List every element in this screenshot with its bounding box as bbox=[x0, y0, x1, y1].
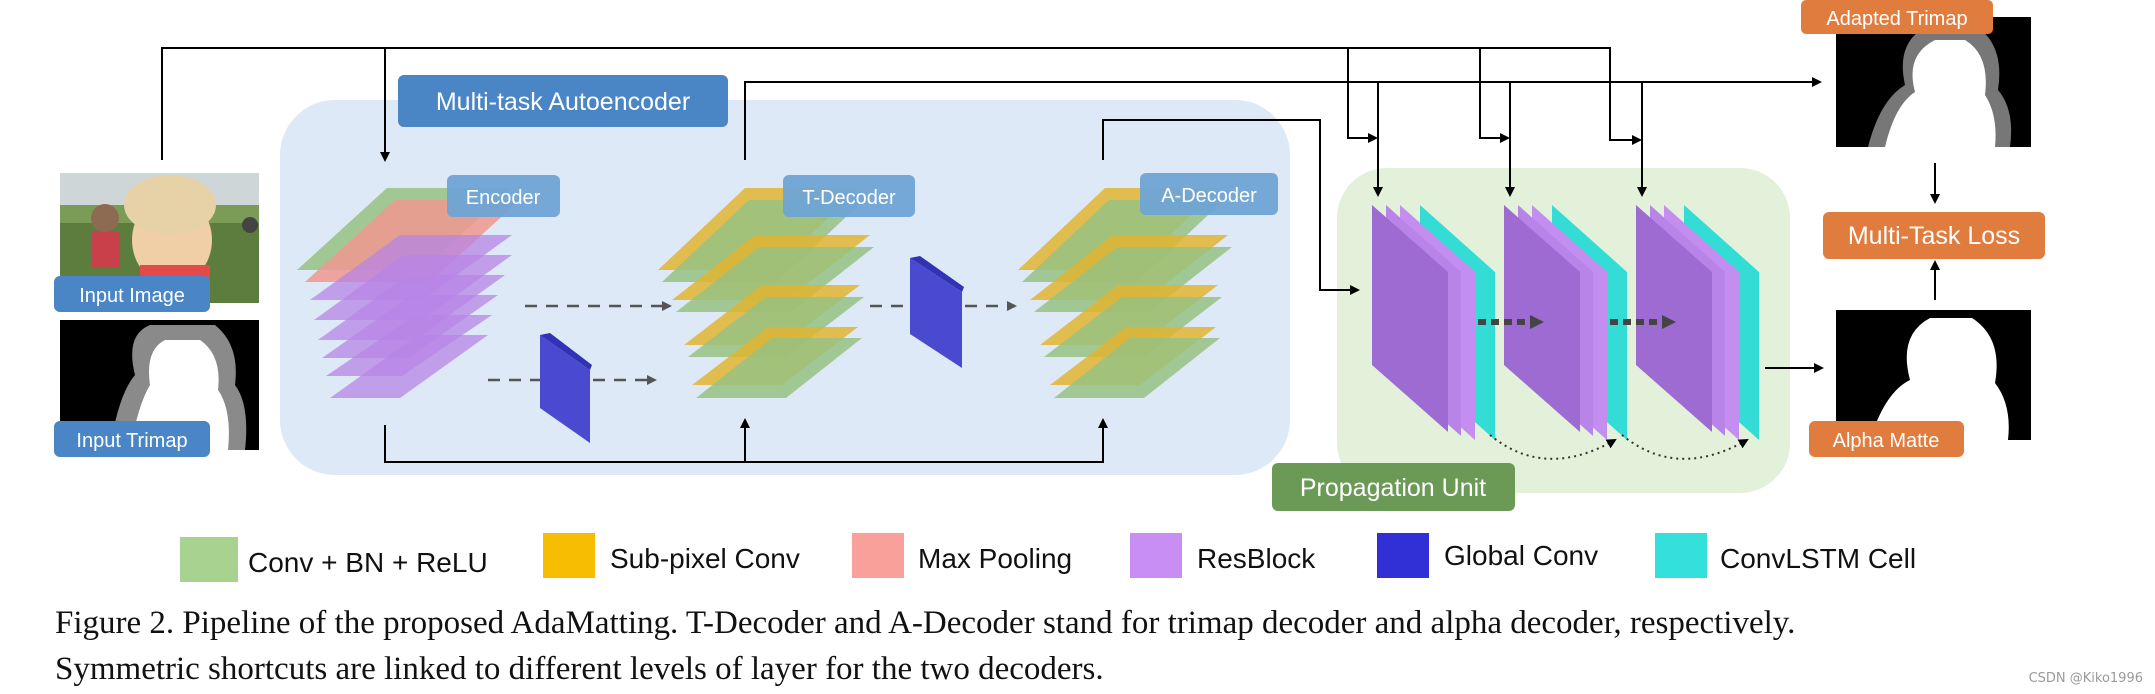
legend-swatch-resblock bbox=[1130, 533, 1182, 578]
global-conv-block-1-side bbox=[540, 333, 592, 370]
multi-task-loss-box bbox=[1823, 212, 2045, 259]
propagation-block-1 bbox=[1372, 205, 1495, 440]
t-decoder-label: T-Decoder bbox=[802, 187, 896, 209]
figure-caption: Figure 2. Pipeline of the proposed AdaMa… bbox=[55, 600, 2040, 692]
alpha-matte-thumbnail bbox=[1836, 310, 2031, 440]
global-conv-block-2 bbox=[910, 258, 962, 368]
a-decoder-label: A-Decoder bbox=[1161, 185, 1257, 207]
propagation-flow bbox=[1478, 315, 1749, 460]
multi-task-loss-label: Multi-Task Loss bbox=[1848, 222, 2020, 250]
a-decoder-label-box bbox=[1140, 173, 1278, 215]
legend-label-maxpool: Max Pooling bbox=[918, 543, 1072, 574]
legend-label-convlstm: ConvLSTM Cell bbox=[1720, 543, 1916, 574]
routing-lines bbox=[161, 47, 1940, 463]
propagation-block-3 bbox=[1636, 205, 1759, 440]
encoder-label: Encoder bbox=[466, 187, 541, 209]
encoder-label-box bbox=[447, 175, 560, 217]
legend-swatch-conv bbox=[180, 537, 238, 582]
input-image-label-box bbox=[54, 276, 210, 312]
legend-label-resblock: ResBlock bbox=[1197, 543, 1316, 574]
global-conv-block-1 bbox=[540, 335, 590, 443]
adapted-trimap-thumbnail bbox=[1836, 17, 2031, 147]
legend-swatch-maxpool bbox=[852, 533, 904, 578]
t-decoder-label-box bbox=[783, 175, 915, 217]
watermark: CSDN @Kiko1996 bbox=[2028, 671, 2143, 686]
legend-swatch-convlstm bbox=[1655, 533, 1707, 578]
legend: Conv + BN + ReLU Sub-pixel Conv Max Pool… bbox=[180, 533, 1916, 582]
propagation-block-2 bbox=[1504, 205, 1627, 440]
autoencoder-label: Multi-task Autoencoder bbox=[436, 88, 690, 116]
input-image-label: Input Image bbox=[79, 285, 185, 307]
adapted-trimap-label: Adapted Trimap bbox=[1826, 8, 1967, 30]
legend-swatch-globalconv bbox=[1377, 533, 1429, 578]
legend-swatch-subpixel bbox=[543, 533, 595, 578]
autoencoder-label-box bbox=[398, 75, 728, 127]
caption-line-1: Figure 2. Pipeline of the proposed AdaMa… bbox=[55, 605, 1796, 641]
global-conv-block-2-side bbox=[910, 256, 964, 292]
propagation-unit-label-box bbox=[1272, 463, 1515, 511]
adapted-trimap-label-box bbox=[1801, 0, 1993, 34]
caption-line-2: Symmetric shortcuts are linked to differ… bbox=[55, 651, 1104, 687]
dashed-connections bbox=[488, 301, 1017, 385]
legend-label-globalconv: Global Conv bbox=[1444, 540, 1598, 571]
input-trimap-label-box bbox=[54, 421, 210, 457]
alpha-matte-label-box bbox=[1809, 421, 1964, 457]
legend-label-conv: Conv + BN + ReLU bbox=[248, 547, 488, 578]
input-trimap-label: Input Trimap bbox=[76, 430, 187, 452]
legend-label-subpixel: Sub-pixel Conv bbox=[610, 543, 800, 574]
a-decoder-stack bbox=[1018, 188, 1232, 398]
propagation-unit-label: Propagation Unit bbox=[1300, 474, 1486, 502]
alpha-matte-label: Alpha Matte bbox=[1833, 430, 1940, 452]
